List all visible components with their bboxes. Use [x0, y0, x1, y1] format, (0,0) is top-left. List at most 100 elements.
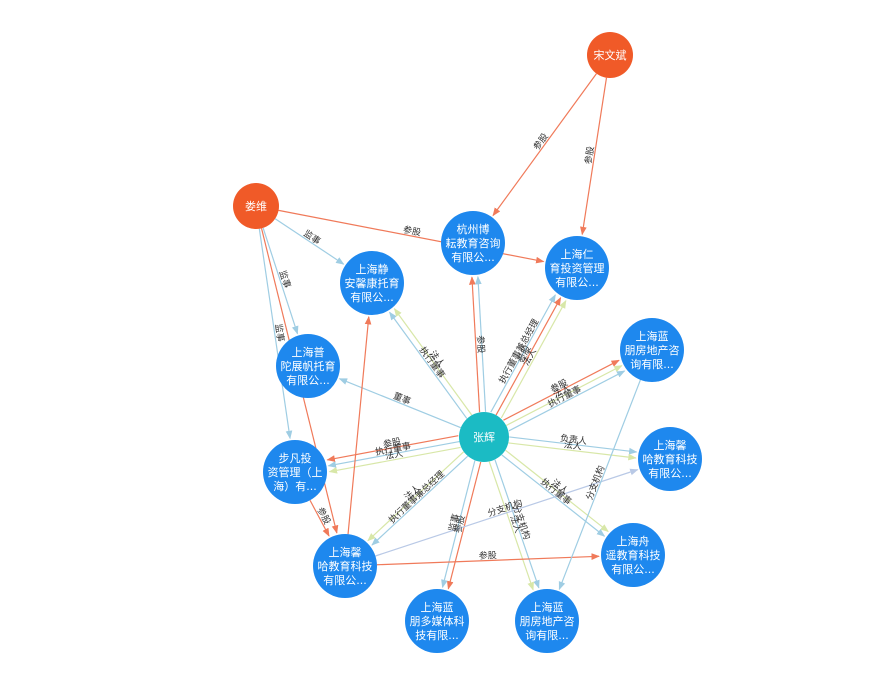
edge-zhanghui-bufan	[327, 440, 460, 468]
edge-zhanghui-bufan	[326, 435, 459, 462]
edge-zhanghui-lanp2	[494, 459, 540, 589]
node-xin1[interactable]: 上海馨哈教育科技有限公...	[638, 427, 702, 491]
edge-zhanghui-lanp2	[488, 461, 534, 591]
node-zhou[interactable]: 上海舟遥教育科技有限公...	[601, 523, 665, 587]
edge-zhanghui-ren	[500, 299, 567, 419]
node-xin2[interactable]: 上海馨哈教育科技有限公...	[313, 534, 377, 598]
edge-zhanghui-ren	[495, 297, 562, 416]
node-louwei[interactable]: 娄维	[233, 183, 279, 229]
edge-songwenbin-hangzhou	[492, 73, 597, 217]
node-circle	[638, 427, 702, 491]
node-circle	[587, 32, 633, 78]
node-jing[interactable]: 上海静安馨康托育有限公...	[340, 251, 404, 315]
edge-zhanghui-lanp1	[505, 365, 623, 427]
edge-songwenbin-ren	[580, 77, 608, 236]
node-label: 有限公...	[451, 250, 495, 264]
edge-label: 参股	[479, 549, 497, 562]
edge-zhanghui-lanp1	[508, 370, 626, 432]
edge-xin2-jing	[347, 316, 372, 535]
edge-zhanghui-putuo	[338, 378, 462, 429]
node-songwenbin[interactable]: 宋文斌	[587, 32, 633, 78]
node-label: 海）有...	[273, 479, 317, 493]
edge-zhanghui-xin2	[367, 451, 465, 542]
edge-label: 董事	[391, 390, 412, 408]
node-label: 有限公...	[350, 290, 394, 304]
edge-label: 监事	[301, 227, 323, 247]
node-circle	[263, 440, 327, 504]
node-label: 上海静	[356, 262, 389, 276]
edge-zhanghui-media	[441, 460, 476, 589]
node-circle	[405, 589, 469, 653]
node-label: 娄维	[245, 200, 267, 213]
node-label: 张辉	[473, 431, 495, 444]
node-label: 有限公...	[648, 466, 692, 480]
edge-layer	[258, 73, 641, 591]
node-label: 陀展帆托育	[281, 359, 336, 373]
edge-xin2-zhou	[376, 553, 600, 566]
node-circle	[515, 589, 579, 653]
edge-label: 负责人	[559, 432, 587, 447]
node-label: 有限公...	[286, 373, 330, 387]
edge-zhanghui-media	[446, 461, 482, 590]
edge-zhanghui-hangzhou	[474, 275, 487, 412]
edge-label: 监事	[277, 269, 294, 290]
node-label: 有限公...	[611, 562, 655, 576]
edge-label: 参股	[382, 435, 402, 450]
node-label: 上海仁	[561, 247, 594, 261]
edge-zhanghui-hangzhou	[469, 276, 481, 413]
edge-bufan-xin2	[309, 499, 330, 537]
node-circle	[620, 318, 684, 382]
node-label: 育投资管理	[550, 261, 605, 275]
node-media[interactable]: 上海蓝朋多媒体科技有限...	[405, 589, 469, 653]
edge-louwei-bufan	[258, 228, 293, 440]
node-zhanghui[interactable]: 张辉	[459, 412, 509, 462]
edge-label: 参股	[582, 145, 597, 165]
edge-zhanghui-xin1	[508, 442, 637, 461]
edge-louwei-putuo	[262, 227, 299, 335]
edge-xin2-xin1	[375, 468, 639, 557]
node-circle	[601, 523, 665, 587]
edge-zhanghui-bufan	[328, 446, 461, 474]
edge-zhanghui-ren	[490, 294, 556, 413]
node-circle	[441, 211, 505, 275]
node-label: 宋文斌	[594, 48, 627, 62]
edge-zhanghui-jing	[393, 308, 473, 416]
edge-zhanghui-lanp1	[503, 359, 620, 421]
node-layer: 宋文斌娄维张辉杭州博耘教育咨询有限公...上海静安馨康托育有限公...上海仁育投…	[233, 32, 702, 653]
edge-label: 法人	[384, 447, 404, 462]
node-lanp1[interactable]: 上海蓝朋房地产咨询有限...	[620, 318, 684, 382]
edge-zhanghui-zhou	[505, 449, 609, 533]
node-label: 哈教育科技	[318, 559, 373, 573]
edge-zhanghui-zhou	[501, 454, 606, 537]
node-label: 有限公...	[323, 573, 367, 587]
node-label: 朋房地产咨	[520, 614, 575, 628]
node-label: 有限公...	[555, 275, 599, 289]
node-ren[interactable]: 上海仁育投资管理有限公...	[545, 236, 609, 300]
edge-zhanghui-jing	[389, 311, 468, 419]
node-label: 资管理（上	[268, 465, 323, 479]
node-label: 朋房地产咨	[625, 343, 680, 357]
node-label: 哈教育科技	[643, 452, 698, 466]
node-label: 杭州博	[457, 222, 490, 236]
node-label: 上海馨	[654, 438, 687, 452]
edge-label: 参股	[474, 335, 487, 354]
node-label: 步凡投	[279, 451, 312, 465]
node-label: 上海普	[292, 345, 325, 359]
edge-louwei-jing	[274, 218, 345, 265]
node-hangzhou[interactable]: 杭州博耘教育咨询有限公...	[441, 211, 505, 275]
node-circle	[313, 534, 377, 598]
node-lanp2[interactable]: 上海蓝朋房地产咨询有限...	[515, 589, 579, 653]
node-circle	[233, 183, 279, 229]
node-bufan[interactable]: 步凡投资管理（上海）有...	[263, 440, 327, 504]
node-label: 遥教育科技	[606, 548, 661, 562]
node-label: 安馨康托育	[345, 276, 400, 290]
node-circle	[545, 236, 609, 300]
node-putuo[interactable]: 上海普陀展帆托育有限公...	[276, 334, 340, 398]
node-label: 朋多媒体科	[410, 614, 465, 628]
node-label: 上海蓝	[421, 600, 454, 614]
node-label: 上海舟	[617, 534, 650, 548]
node-label: 询有限...	[525, 628, 569, 642]
edge-label: 参股	[531, 131, 551, 153]
edge-label: 参股	[402, 223, 422, 238]
